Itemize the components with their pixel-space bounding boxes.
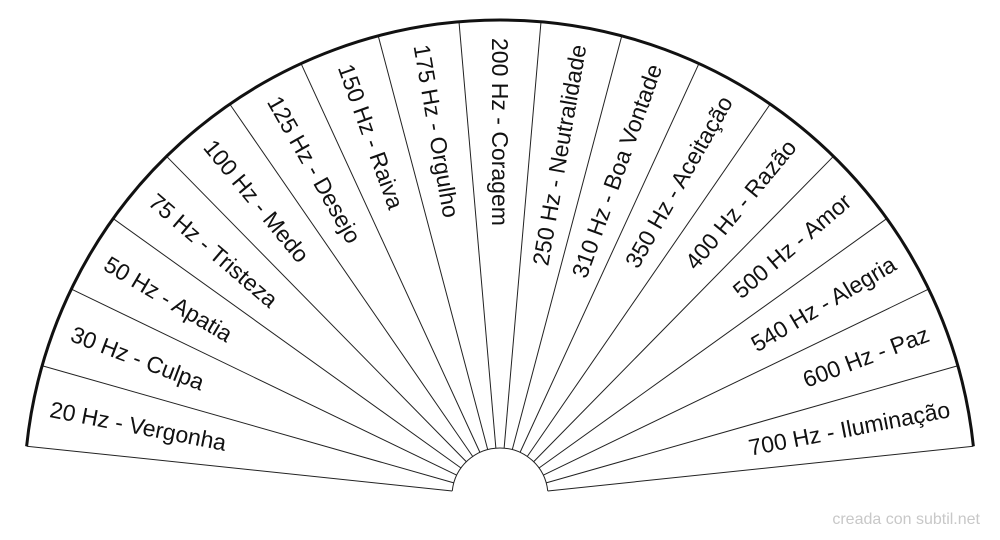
outer-arc <box>25 18 975 447</box>
hub-arc <box>451 447 549 492</box>
sector-label: 700 Hz - Iluminação <box>746 396 952 460</box>
sector-divider <box>547 445 974 492</box>
sector-divider <box>42 365 454 484</box>
sector-divider <box>377 35 489 450</box>
sector-divider <box>300 63 481 453</box>
sector-divider <box>546 365 958 484</box>
sector-divider <box>511 35 623 450</box>
footer-credit: creada con subtil.net <box>832 511 980 528</box>
sector-divider <box>229 103 474 457</box>
sector-divider <box>112 218 462 469</box>
sector-divider <box>71 288 457 476</box>
sector-divider <box>538 218 888 469</box>
sector-divider <box>519 63 700 453</box>
sector-label: 30 Hz - Culpa <box>67 321 208 395</box>
sector-divider <box>543 288 929 476</box>
sector-label: 20 Hz - Vergonha <box>48 396 229 456</box>
sectors-layer <box>25 18 975 492</box>
sector-divider <box>166 155 467 463</box>
sector-divider <box>458 21 497 449</box>
sector-label: 600 Hz - Paz <box>799 321 933 393</box>
sector-label: 150 Hz - Raiva <box>333 61 409 213</box>
sector-label: 175 Hz - Orgulho <box>409 43 465 220</box>
sector-divider <box>526 103 771 457</box>
sector-divider <box>503 21 542 449</box>
sector-divider <box>26 445 453 492</box>
sector-divider <box>533 155 834 463</box>
sector-label: 200 Hz - Coragem <box>487 38 513 226</box>
